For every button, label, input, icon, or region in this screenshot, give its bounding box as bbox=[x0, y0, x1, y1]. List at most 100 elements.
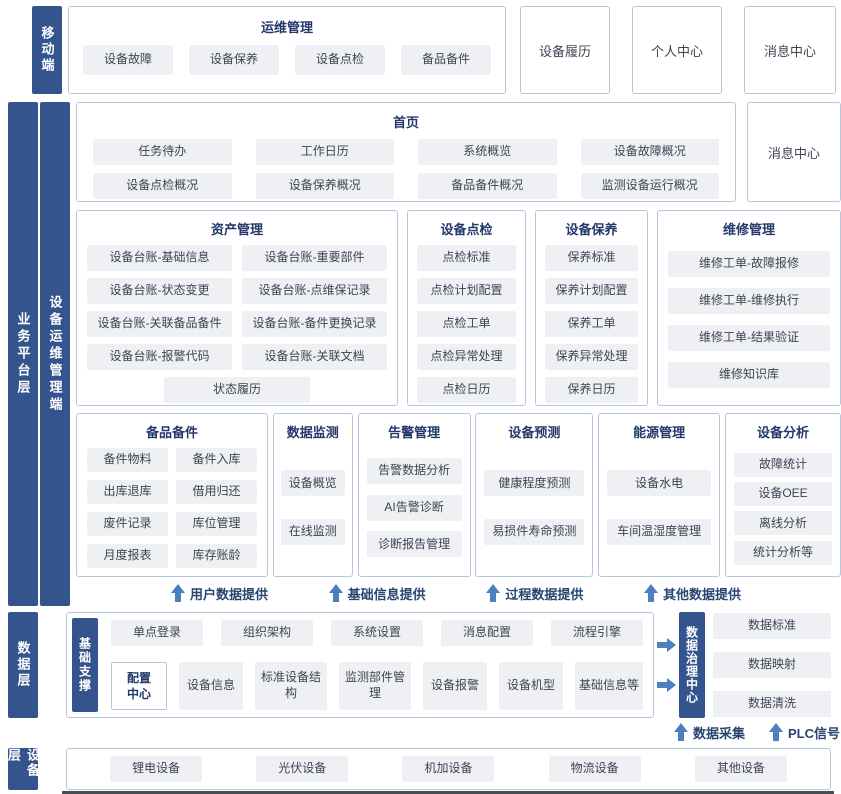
repair-items: 维修工单-故障报修 维修工单-维修执行 维修工单-结果验证 维修知识库 bbox=[658, 240, 840, 405]
spare-items: 备件物料 备件入库 出库退库 借用归还 废件记录 库位管理 月度报表 库存账龄 bbox=[77, 447, 267, 568]
module-item: 设备概览 bbox=[280, 470, 345, 497]
inspection-items: 点检标准 点检计划配置 点检工单 点检异常处理 点检日历 bbox=[408, 245, 525, 403]
module-item: 流程引擎 bbox=[551, 620, 643, 646]
monitor-items: 设备概览 在线监测 bbox=[274, 448, 352, 577]
asset-items: 设备台账-基础信息 设备台账-重要部件 设备台账-状态变更 设备台账-点维保记录… bbox=[77, 245, 397, 403]
module-item: 任务待办 bbox=[93, 139, 232, 165]
module-item: 数据清洗 bbox=[713, 691, 831, 717]
module-item: 废件记录 bbox=[87, 511, 168, 536]
module-item: 保养日历 bbox=[545, 377, 638, 403]
panel-inspection: 设备点检 点检标准 点检计划配置 点检工单 点检异常处理 点检日历 bbox=[407, 210, 526, 406]
panel-asset-management: 资产管理 设备台账-基础信息 设备台账-重要部件 设备台账-状态变更 设备台账-… bbox=[76, 210, 398, 406]
support-bottom-row: 配置中心 设备信息 标准设备结构 监测部件管理 设备报警 设备机型 基础信息等 bbox=[111, 662, 643, 710]
device-band: 设备层 锂电设备 光伏设备 机加设备 物流设备 其他设备 bbox=[6, 748, 831, 790]
module-item: 保养异常处理 bbox=[545, 344, 638, 370]
energy-items: 设备水电 车间温湿度管理 bbox=[599, 448, 719, 577]
home-items: 任务待办 工作日历 系统概览 设备故障概况 设备点检概况 设备保养概况 备品备件… bbox=[77, 139, 735, 199]
panel-data-monitoring: 数据监测 设备概览 在线监测 bbox=[272, 412, 353, 578]
module-item: 维修知识库 bbox=[668, 361, 830, 388]
flow-basic-info: 基础信息提供 bbox=[328, 584, 426, 603]
module-item: 点检日历 bbox=[417, 377, 516, 403]
business-band: 业务平台层 设备运维管理端 首页 任务待办 工作日历 系统概览 设备故障概况 设… bbox=[8, 102, 841, 606]
module-item: 组织架构 bbox=[221, 620, 313, 646]
module-item: 设备机型 bbox=[499, 662, 563, 710]
module-item: 点检工单 bbox=[417, 311, 516, 337]
module-item: 库存账龄 bbox=[176, 543, 257, 568]
module-item: 标准设备结构 bbox=[255, 662, 327, 710]
module-item: 月度报表 bbox=[87, 543, 168, 568]
home-row: 首页 任务待办 工作日历 系统概览 设备故障概况 设备点检概况 设备保养概况 备… bbox=[76, 102, 841, 202]
module-item: 点检计划配置 bbox=[417, 278, 516, 304]
module-item: 备件物料 bbox=[87, 447, 168, 472]
flow-other-data: 其他数据提供 bbox=[643, 584, 741, 603]
module-item: AI告警诊断 bbox=[366, 494, 462, 521]
layer-label-basic-support: 基础支撑 bbox=[72, 618, 98, 712]
panel-energy: 能源管理 设备水电 车间温湿度管理 bbox=[598, 412, 721, 578]
governance-arrows bbox=[657, 612, 676, 718]
module-item: 设备点检 bbox=[295, 45, 385, 75]
business-content: 首页 任务待办 工作日历 系统概览 设备故障概况 设备点检概况 设备保养概况 备… bbox=[76, 102, 841, 606]
module-item: 点检异常处理 bbox=[417, 344, 516, 370]
right-arrow-icon bbox=[657, 638, 676, 652]
module-item: 设备台账-基础信息 bbox=[87, 245, 232, 271]
module-item: 设备故障 bbox=[83, 45, 173, 75]
module-item: 设备保养 bbox=[189, 45, 279, 75]
up-arrow-icon bbox=[171, 584, 185, 603]
middle-row: 资产管理 设备台账-基础信息 设备台账-重要部件 设备台账-状态变更 设备台账-… bbox=[76, 210, 841, 406]
module-item: 基础信息等 bbox=[575, 662, 643, 710]
panel-analysis: 设备分析 故障统计 设备OEE 离线分析 统计分析等 bbox=[724, 412, 841, 578]
panel-maintenance: 设备保养 保养标准 保养计划配置 保养工单 保养异常处理 保养日历 bbox=[535, 210, 648, 406]
module-item: 诊断报告管理 bbox=[366, 531, 462, 558]
alarm-items: 告警数据分析 AI告警诊断 诊断报告管理 bbox=[359, 448, 470, 577]
module-item: 车间温湿度管理 bbox=[607, 519, 712, 546]
module-item: 设备台账-重要部件 bbox=[242, 245, 387, 271]
bottom-edge-line bbox=[62, 791, 834, 794]
module-item: 设备台账-关联备品备件 bbox=[87, 311, 232, 337]
layer-label-mobile: 移动端 bbox=[32, 6, 62, 94]
standalone-message-center: 消息中心 bbox=[744, 6, 836, 94]
panel-title: 首页 bbox=[392, 115, 419, 130]
panel-prediction: 设备预测 健康程度预测 易损件寿命预测 bbox=[475, 412, 594, 578]
module-item: 数据标准 bbox=[713, 613, 831, 639]
module-item: 维修工单-维修执行 bbox=[668, 287, 830, 314]
panel-title: 维修管理 bbox=[722, 222, 775, 237]
module-item: 其他设备 bbox=[694, 756, 787, 782]
mobile-band: 移动端 运维管理 设备故障 设备保养 设备点检 备品备件 设备履历 个人中心 消… bbox=[32, 6, 836, 94]
panel-title: 资产管理 bbox=[210, 222, 263, 237]
module-item: 设备台账-报警代码 bbox=[87, 344, 232, 370]
panel-device-layer: 锂电设备 光伏设备 机加设备 物流设备 其他设备 bbox=[66, 748, 831, 790]
module-item: 设备信息 bbox=[179, 662, 243, 710]
flow-label: 基础信息提供 bbox=[347, 587, 426, 603]
module-item: 系统概览 bbox=[418, 139, 557, 165]
flow-row: 用户数据提供 基础信息提供 过程数据提供 其他数据提供 bbox=[76, 581, 841, 606]
module-item: 设备点检概况 bbox=[93, 173, 232, 199]
module-item: 在线监测 bbox=[280, 519, 345, 546]
module-item: 消息配置 bbox=[441, 620, 533, 646]
flow-data-collection: 数据采集 bbox=[674, 722, 746, 742]
module-item: 离线分析 bbox=[733, 511, 832, 536]
panel-operations: 运维管理 设备故障 设备保养 设备点检 备品备件 bbox=[68, 6, 506, 94]
layer-label-data: 数据层 bbox=[8, 612, 38, 718]
module-item: 监测设备运行概况 bbox=[580, 173, 719, 199]
layer-label-data-governance: 数据治理中心 bbox=[679, 612, 705, 718]
flow-plc-signal: PLC信号 bbox=[769, 722, 841, 742]
config-center-box: 配置中心 bbox=[111, 662, 167, 710]
module-item: 机加设备 bbox=[402, 756, 495, 782]
panel-title: 运维管理 bbox=[260, 20, 313, 35]
layer-label-om-client: 设备运维管理端 bbox=[40, 102, 70, 606]
panel-basic-support: 基础支撑 单点登录 组织架构 系统设置 消息配置 流程引擎 配置中心 设备信息 … bbox=[66, 612, 654, 718]
module-item: 维修工单-故障报修 bbox=[668, 250, 830, 277]
module-item: 保养标准 bbox=[545, 245, 638, 271]
module-item: 库位管理 bbox=[176, 511, 257, 536]
module-item: 设备保养概况 bbox=[255, 173, 394, 199]
layer-label-business-platform: 业务平台层 bbox=[8, 102, 38, 606]
lower-row: 备品备件 备件物料 备件入库 出库退库 借用归还 废件记录 库位管理 月度报表 … bbox=[76, 412, 841, 578]
flow-label: 过程数据提供 bbox=[505, 587, 584, 603]
flow-label: PLC信号 bbox=[788, 725, 841, 741]
predict-items: 健康程度预测 易损件寿命预测 bbox=[476, 448, 592, 577]
module-item: 单点登录 bbox=[111, 620, 203, 646]
up-arrow-icon bbox=[486, 584, 501, 603]
flow-label: 数据采集 bbox=[693, 725, 746, 741]
flow-user-data: 用户数据提供 bbox=[171, 584, 268, 603]
module-item: 出库退库 bbox=[87, 479, 168, 504]
